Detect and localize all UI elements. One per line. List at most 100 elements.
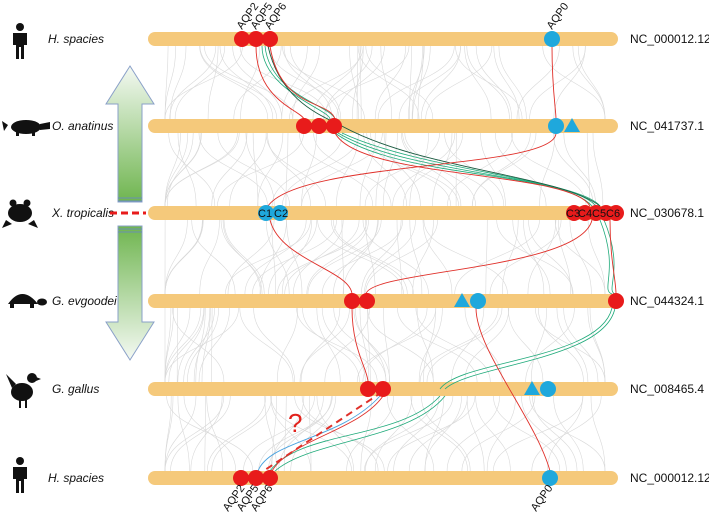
background-link	[531, 395, 602, 472]
background-link	[222, 219, 261, 295]
frog-label-c5: C5	[592, 208, 606, 220]
top-gene-labels: AQP2 AQP5 AQP6 AQP0	[235, 1, 572, 32]
background-link	[183, 307, 215, 383]
background-link	[299, 307, 350, 383]
background-link	[525, 307, 575, 383]
background-link	[475, 45, 512, 120]
gene-marker-red	[296, 118, 312, 134]
background-link	[321, 307, 366, 383]
background-link	[170, 395, 231, 472]
species-label: H. spacies	[48, 471, 104, 485]
background-link	[360, 395, 372, 472]
background-link	[330, 219, 408, 295]
background-link	[352, 45, 364, 120]
background-link	[270, 395, 305, 472]
background-link	[168, 132, 216, 207]
background-link	[530, 307, 547, 383]
background-link	[307, 219, 382, 295]
background-link	[349, 45, 359, 120]
background-link	[370, 132, 459, 207]
background-link	[357, 45, 420, 120]
background-link	[276, 307, 298, 383]
background-link	[554, 219, 606, 295]
background-link	[195, 307, 206, 383]
gene-marker-red	[608, 205, 624, 221]
background-link	[217, 132, 290, 207]
gene-marker-blue	[470, 293, 486, 309]
background-link	[207, 45, 219, 120]
gene-marker-blue	[544, 31, 560, 47]
background-link	[592, 132, 604, 207]
background-link	[264, 395, 277, 472]
gene-marker-red	[248, 31, 264, 47]
background-link	[511, 132, 587, 207]
background-link	[386, 395, 435, 472]
background-link	[336, 132, 359, 207]
background-link	[493, 395, 561, 472]
background-link	[302, 307, 360, 383]
background-link	[281, 45, 308, 120]
background-link	[270, 395, 311, 472]
background-link	[286, 219, 303, 295]
background-link	[282, 45, 365, 120]
background-link	[211, 307, 213, 383]
gene-marker-red	[577, 205, 593, 221]
species-label: G. gallus	[52, 382, 99, 396]
background-link	[365, 219, 438, 295]
frog-label-c1: C1	[258, 208, 272, 220]
background-link	[324, 307, 370, 383]
gene-marker-blue-triangle	[564, 118, 580, 132]
background-link	[323, 45, 410, 120]
gene-label-aqp0-top: AQP0	[545, 1, 572, 32]
accession-label: NC_030678.1	[630, 206, 704, 220]
background-link	[285, 132, 289, 207]
background-synteny-links	[164, 45, 606, 472]
background-link	[529, 395, 606, 472]
background-link	[486, 395, 516, 472]
species-label: H. spacies	[48, 32, 104, 46]
turtle-icon	[8, 294, 47, 308]
background-link	[271, 395, 277, 472]
background-link	[299, 132, 374, 207]
background-link	[521, 395, 567, 472]
background-link	[267, 395, 332, 472]
background-link	[375, 132, 387, 207]
background-link	[365, 45, 434, 120]
background-link	[336, 45, 385, 120]
background-link	[169, 45, 187, 120]
background-link	[364, 219, 416, 295]
background-link	[523, 219, 545, 295]
background-link	[398, 45, 461, 120]
background-link	[485, 219, 488, 295]
background-link	[402, 132, 464, 207]
gene-marker-red	[359, 293, 375, 309]
chromosome-bar-x-tropicalis	[148, 206, 618, 220]
background-link	[408, 395, 468, 472]
background-link	[454, 219, 540, 295]
background-link	[446, 395, 500, 472]
aqp-ortholog-links	[255, 45, 617, 473]
frog-label-c6: C6	[606, 208, 620, 220]
down-arrow	[105, 225, 155, 361]
gene-marker-red	[566, 205, 582, 221]
background-link	[201, 307, 211, 383]
background-link	[432, 132, 453, 207]
background-link	[569, 219, 592, 295]
background-link	[356, 45, 359, 120]
background-link	[415, 307, 491, 383]
background-link	[464, 307, 503, 383]
background-link	[164, 395, 172, 472]
chromosome-bar-g-evgoodei	[148, 294, 618, 308]
background-link	[312, 45, 362, 120]
species-labels: H. spacies O. anatinus X. tropicalis G. …	[48, 32, 117, 485]
background-link	[424, 395, 445, 472]
background-link	[553, 132, 594, 207]
background-link	[164, 45, 243, 120]
background-link	[353, 307, 391, 383]
background-link	[204, 395, 206, 472]
background-link	[270, 395, 352, 472]
background-link	[172, 307, 225, 383]
background-link	[332, 219, 414, 295]
background-link	[558, 219, 571, 295]
